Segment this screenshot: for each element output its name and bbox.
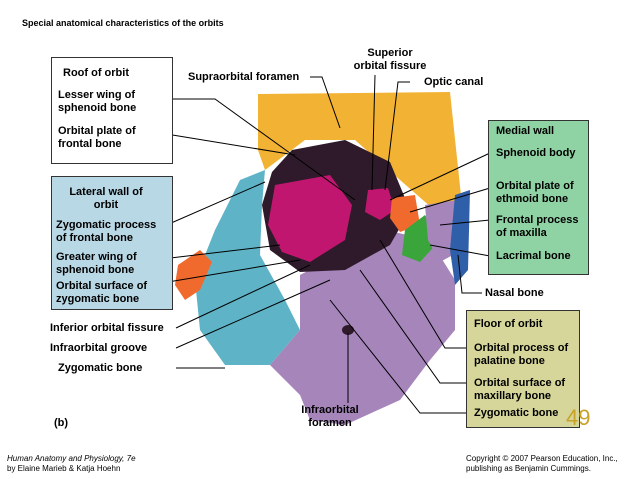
- orbital-surface-zygomatic-label: Orbital surface of zygomatic bone: [56, 280, 148, 305]
- infraorbital-foramen-hole: [342, 325, 354, 335]
- medial-header: Medial wall: [496, 125, 555, 137]
- infraorbital-foramen-label: Infraorbital foramen: [301, 404, 359, 429]
- orbital-surface-maxillary-label: Orbital surface of maxillary bone: [474, 377, 566, 402]
- copyright-line-1: Copyright © 2007 Pearson Education, Inc.…: [466, 454, 618, 463]
- orbital-process-palatine-label: Orbital process of palatine bone: [474, 342, 569, 367]
- zygomatic-bone-label: Zygomatic bone: [58, 362, 143, 374]
- orbital-plate-ethmoid-label: Orbital plate of ethmoid bone: [496, 180, 574, 205]
- figure-title: Special anatomical characteristics of th…: [22, 18, 224, 28]
- orbital-plate-frontal-label: Orbital plate of frontal bone: [58, 125, 136, 150]
- ethmoid-shape: [390, 195, 420, 232]
- optic-canal-label: Optic canal: [424, 76, 484, 88]
- frontal-bone-shape: [258, 92, 462, 215]
- book-authors: by Elaine Marieb & Katja Hoehn: [7, 464, 121, 473]
- lateral-wall-box: [51, 176, 173, 310]
- sphenoid-body-label: Sphenoid body: [496, 147, 576, 159]
- infraorbital-groove-label: Infraorbital groove: [50, 342, 148, 354]
- greater-wing-shape: [268, 175, 352, 262]
- medial-wall-box: [488, 120, 589, 275]
- floor-of-orbit-box: [466, 310, 580, 428]
- zygomatic-bone-shape: [195, 170, 300, 365]
- zygomatic-arch-shape: [175, 250, 212, 300]
- floor-header: Floor of orbit: [474, 318, 543, 330]
- superior-orbital-fissure-label: Superior orbital fissure: [353, 47, 427, 72]
- roof-of-orbit-box: [51, 57, 173, 164]
- greater-wing-label: Greater wing of sphenoid bone: [56, 251, 137, 276]
- nasal-bone-shape: [450, 190, 470, 285]
- copyright-line-2: publishing as Benjamin Cummings.: [466, 464, 591, 473]
- supraorbital-foramen-label: Supraorbital foramen: [188, 71, 300, 83]
- inferior-orbital-fissure-label: Inferior orbital fissure: [50, 322, 164, 334]
- zygomatic-bone-floor-label: Zygomatic bone: [474, 407, 559, 419]
- lesser-wing-label: Lesser wing of sphenoid bone: [58, 89, 137, 114]
- footer-right: Copyright © 2007 Pearson Education, Inc.…: [466, 454, 618, 474]
- book-title: Human Anatomy and Physiology, 7e: [7, 454, 136, 463]
- footer-left: Human Anatomy and Physiology, 7e by Elai…: [7, 454, 136, 474]
- roof-header: Roof of orbit: [63, 67, 129, 79]
- frontal-process-maxilla-label: Frontal process of maxilla: [496, 214, 579, 239]
- nasal-bone-label: Nasal bone: [485, 287, 544, 299]
- lateral-header: Lateral wall of orbit: [69, 186, 143, 211]
- lacrimal-bone-label: Lacrimal bone: [496, 250, 571, 262]
- zygomatic-process-label: Zygomatic process of frontal bone: [56, 219, 157, 244]
- sphenoid-body-shape: [365, 188, 395, 220]
- panel-label: (b): [54, 417, 69, 429]
- page-number: 49: [566, 405, 591, 430]
- maxilla-shape: [270, 230, 455, 425]
